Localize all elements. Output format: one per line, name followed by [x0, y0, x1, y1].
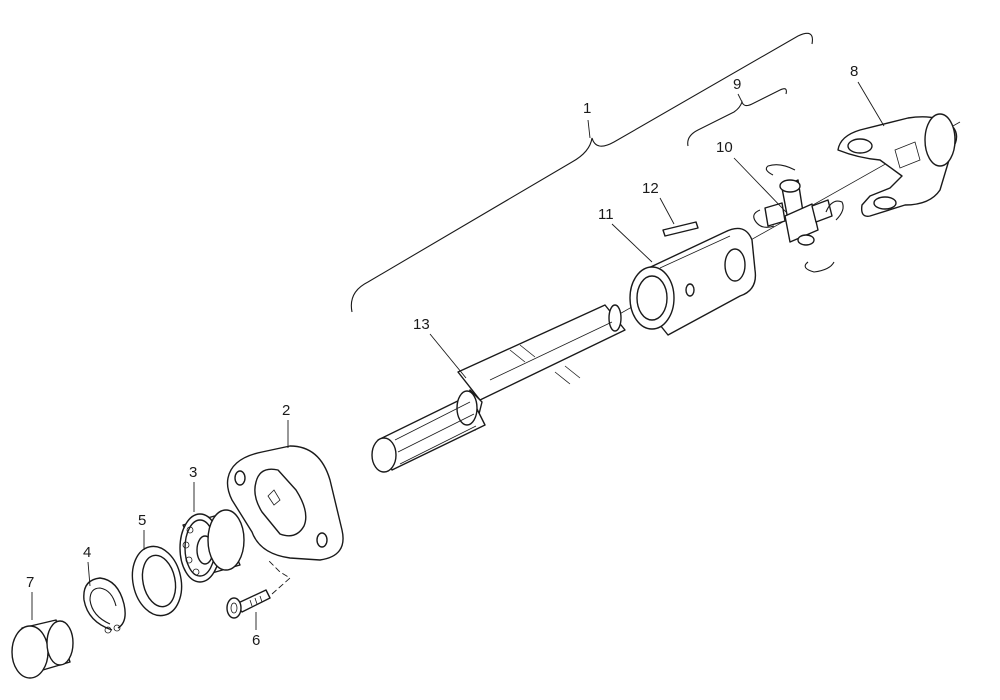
callout-9: 9 [733, 76, 742, 93]
roll-pin-part-12 [662, 221, 699, 237]
callout-6: 6 [252, 632, 261, 649]
washer-part-5 [131, 545, 183, 617]
leader-8 [857, 81, 885, 127]
leader-12 [659, 197, 675, 225]
screw-part-6 [226, 589, 271, 619]
callout-4: 4 [83, 544, 92, 561]
leader-1 [587, 119, 591, 139]
callout-8: 8 [850, 63, 859, 80]
sleeve-part-7 [11, 619, 74, 679]
leader-13 [429, 333, 467, 379]
brace-assembly-1 [350, 32, 813, 313]
callout-10: 10 [716, 139, 733, 156]
callout-5: 5 [138, 512, 147, 529]
leader-10 [733, 157, 787, 213]
circlip-part-4 [83, 577, 126, 634]
callout-7: 7 [26, 574, 35, 591]
bearing-part-3 [179, 509, 245, 583]
callout-12: 12 [642, 180, 659, 197]
screw-alignment-line [267, 559, 291, 595]
callout-3: 3 [189, 464, 198, 481]
leader-9 [737, 93, 743, 103]
yoke-part-8 [837, 113, 958, 217]
flange-part-2 [226, 445, 344, 561]
shaft-part-13 [371, 304, 626, 473]
yoke-tube-part-11 [629, 227, 757, 336]
leader-4 [87, 561, 91, 587]
brace-group-9 [687, 88, 787, 147]
callout-13: 13 [413, 316, 430, 333]
callout-1: 1 [583, 100, 592, 117]
cross-spider-part-10 [753, 164, 844, 273]
leader-11 [611, 223, 653, 263]
callout-11: 11 [598, 206, 614, 223]
callout-2: 2 [282, 402, 291, 419]
